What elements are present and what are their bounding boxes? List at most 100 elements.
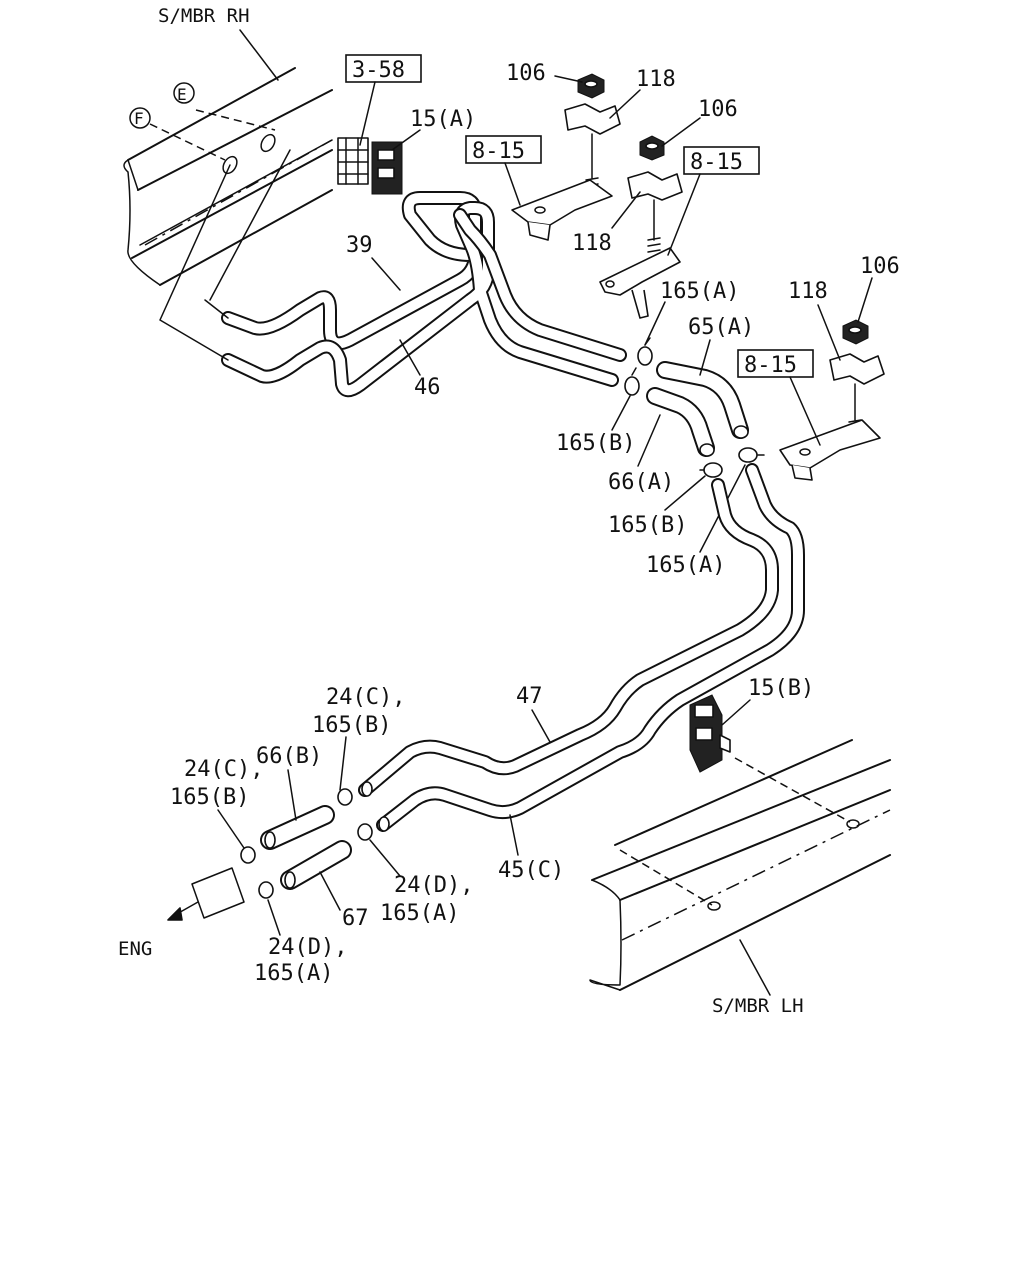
bracket-8-15-1	[511, 179, 613, 241]
label-47: 47	[516, 684, 543, 709]
leader-39	[371, 257, 401, 291]
leader-45c	[509, 814, 519, 856]
bracket-8-15-3	[779, 419, 881, 481]
label-15a: 15(A)	[410, 107, 476, 132]
leader-66b	[287, 769, 297, 821]
label-24d-2-l2: 165(A)	[254, 961, 333, 986]
leader-24d-2	[267, 899, 281, 936]
ref-box-8-15-3	[737, 349, 814, 378]
ref-box-3-58	[345, 54, 422, 83]
ref-box-8-15-1	[465, 135, 542, 164]
smbr-rh-label: S/MBR RH	[158, 5, 250, 27]
label-118-3: 118	[788, 279, 828, 304]
label-15b: 15(B)	[748, 676, 814, 701]
ref-8-15-3-text: 8-15	[744, 353, 797, 378]
label-24d-1-l1: 24(D),	[394, 873, 473, 898]
leader-118-2	[611, 191, 641, 229]
label-45c: 45(C)	[498, 858, 564, 883]
leader-15a	[391, 129, 421, 151]
clamp-24d-165a-upper	[357, 823, 373, 841]
label-65a: 65(A)	[688, 315, 754, 340]
label-24c-2-l1: 24(C),	[184, 757, 263, 782]
clamp-118-1	[564, 103, 621, 135]
leader-46	[399, 339, 421, 376]
ref-8-15-1-text: 8-15	[472, 139, 525, 164]
ref-3-58-text: 3-58	[352, 58, 405, 83]
clamp-165b-mid	[699, 462, 723, 478]
label-118-2: 118	[572, 231, 612, 256]
leader-165b-2	[664, 475, 706, 511]
leader-24d-1	[369, 839, 401, 877]
label-106-1: 106	[506, 61, 546, 86]
label-24d-2-l1: 24(D),	[268, 935, 347, 960]
eng-label: ENG	[118, 938, 152, 960]
leader-66a	[637, 414, 661, 467]
pipe-39-end	[204, 149, 291, 319]
leader-24c-1	[339, 736, 347, 791]
nut-106-1	[577, 73, 605, 99]
circle-e-marker: E	[173, 82, 195, 104]
leader-118-3	[817, 304, 841, 361]
ref-8-15-2-text: 8-15	[690, 150, 743, 175]
label-118-1: 118	[636, 67, 676, 92]
label-39: 39	[346, 233, 373, 258]
label-67: 67	[342, 906, 369, 931]
hose-65a	[656, 361, 749, 439]
side-member-rh	[123, 67, 333, 286]
leader-65a	[699, 339, 711, 376]
leader-106-1	[554, 75, 583, 83]
circle-e-text: E	[177, 85, 187, 104]
smbr-lh-leader	[739, 939, 771, 996]
label-106-2: 106	[698, 97, 738, 122]
pipe-47-end	[361, 781, 373, 797]
leader-67	[319, 871, 341, 911]
label-24d-1-l2: 165(A)	[380, 901, 459, 926]
clamp-165a-top	[637, 337, 653, 366]
pipe-39	[221, 191, 482, 351]
pipe-upper-right	[453, 208, 627, 362]
label-66b: 66(B)	[256, 744, 322, 769]
label-66a: 66(A)	[608, 470, 674, 495]
label-24c-1-l2: 165(B)	[312, 713, 391, 738]
clamp-24c-165b-lower	[240, 846, 256, 864]
leader-118-1	[609, 89, 641, 119]
hose-66b	[260, 805, 335, 850]
leader-47	[531, 709, 551, 743]
label-24c-1-l1: 24(C),	[326, 685, 405, 710]
pipe-47	[358, 478, 779, 797]
clamp-165b-top	[624, 367, 640, 396]
leader-165b-1	[611, 395, 631, 431]
nut-106-3	[842, 319, 869, 345]
hose-67	[280, 840, 352, 890]
leader-106-3	[857, 277, 873, 323]
smbr-rh-leader	[239, 29, 279, 81]
clamp-165a-mid	[738, 447, 765, 463]
clip-3-58	[337, 137, 369, 185]
label-24c-2-l2: 165(B)	[170, 785, 249, 810]
ref-box-8-15-2	[683, 146, 760, 175]
leader-165a-1	[644, 301, 666, 346]
pipe-45c	[376, 463, 805, 832]
clamp-24c-165b-upper	[337, 788, 353, 806]
ref-8-15-1-leader	[504, 162, 521, 206]
smbr-lh-label: S/MBR LH	[712, 995, 804, 1017]
side-member-lh	[589, 739, 891, 991]
nut-106-2	[639, 135, 665, 161]
ref-3-58-leader	[359, 81, 376, 146]
bolt-2	[647, 199, 661, 253]
hose-66a	[646, 387, 715, 457]
clip-15a	[371, 141, 403, 195]
leader-15b	[721, 699, 751, 726]
circle-f-text: F	[134, 109, 144, 128]
leader-106-2	[661, 117, 701, 147]
label-106-3: 106	[860, 254, 900, 279]
clip-15b	[689, 694, 731, 773]
label-165a-2: 165(A)	[646, 553, 725, 578]
bolt-1	[585, 133, 599, 193]
label-46: 46	[414, 375, 441, 400]
leader-24c-2	[217, 809, 245, 849]
pipe-45c-end	[378, 816, 390, 832]
label-165b-2: 165(B)	[608, 513, 687, 538]
ref-8-15-3-leader	[789, 376, 821, 446]
